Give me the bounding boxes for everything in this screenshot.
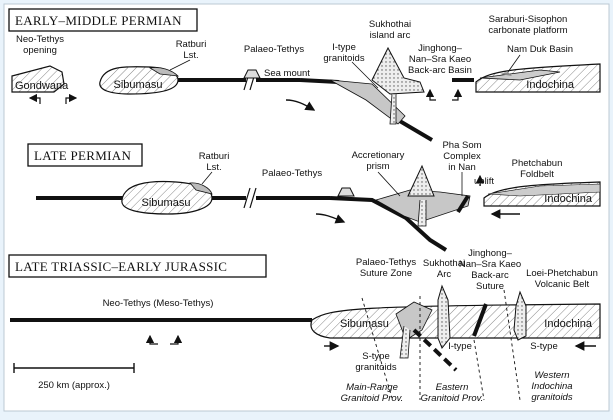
sukhothai-arc: [437, 284, 451, 349]
back-arc-suture: [472, 303, 488, 337]
label-suture-1: Palaeo-Tethys: [356, 257, 416, 268]
sea-mount: [243, 69, 261, 79]
label-neo-tethys-opening-2: opening: [23, 45, 57, 56]
label-sibumasu: Sibumasu: [340, 318, 389, 330]
sibumasu-indochina-block: [310, 303, 601, 339]
diagram-frame: [3, 3, 610, 412]
panel-title: LATE PERMIAN: [34, 148, 131, 163]
saraburi-platform: [479, 69, 561, 81]
label-indochina: Indochina: [544, 193, 593, 205]
label-sibumasu: Sibumasu: [142, 197, 191, 209]
label-saraburi-1: Saraburi-Sisophon: [489, 14, 568, 25]
label-eastern-2: Granitoid Prov.: [421, 393, 484, 404]
label-pha-som-1: Pha Som: [442, 140, 481, 151]
label-suture-2: Suture Zone: [360, 268, 412, 279]
sea-mount: [337, 187, 355, 197]
label-indochina: Indochina: [544, 318, 593, 330]
label-uplift: uplift: [474, 176, 494, 187]
panel-early-middle-permian: EARLY–MIDDLE PERMIAN Neo-Te: [8, 8, 601, 142]
panel-title: LATE TRIASSIC–EARLY JURASSIC: [15, 259, 227, 274]
label-sukhothai-2: island arc: [370, 30, 411, 41]
label-phetchabun-2: Foldbelt: [520, 169, 554, 180]
label-nam-duk: Nam Duk Basin: [507, 44, 573, 55]
label-jinghong-3: Back-arc Basin: [408, 65, 472, 76]
label-sea-mount: Sea mount: [264, 68, 310, 79]
subducting-slab: [329, 196, 448, 252]
label-neo-tethys-opening-1: Neo-Tethys: [16, 34, 64, 45]
label-western-2: Indochina: [531, 381, 572, 392]
label-ratburi-2: Lst.: [183, 50, 198, 61]
label-palaeo-tethys: Palaeo-Tethys: [262, 168, 322, 179]
label-sukhothai-arc-1: Sukhothai: [423, 258, 465, 269]
sukhothai-island-arc: [371, 46, 425, 95]
label-jinghong-1: Jinghong–: [468, 248, 513, 259]
label-itype: I-type: [448, 341, 472, 352]
label-main-range-1: Main-Range: [346, 382, 398, 393]
label-jinghong-3: Back-arc: [471, 270, 509, 281]
label-sibumasu: Sibumasu: [114, 79, 163, 91]
label-itype-1: I-type: [332, 42, 356, 53]
label-phetchabun-1: Phetchabun: [512, 158, 563, 169]
label-stype-granitoids-1: S-type: [362, 351, 389, 362]
label-ratburi-1: Ratburi: [176, 39, 207, 50]
label-accretionary-1: Accretionary: [352, 150, 405, 161]
label-stype: S-type: [530, 341, 557, 352]
panel-late-triassic-early-jurassic: LATE TRIASSIC–EARLY JURASSIC Neo-Tethys …: [8, 248, 601, 404]
scale-bar: 250 km (approx.): [13, 363, 135, 391]
panel-title-box: [8, 8, 198, 32]
label-gondwana: Gondwana: [15, 80, 69, 92]
label-stype-granitoids-2: granitoids: [355, 362, 396, 373]
gondwana-block: [11, 65, 65, 93]
label-indochina: Indochina: [526, 79, 575, 91]
label-itype-2: granitoids: [323, 53, 364, 64]
label-pha-som-3: in Nan: [448, 162, 475, 173]
panel-title: EARLY–MIDDLE PERMIAN: [15, 13, 182, 28]
label-main-range-2: Granitoid Prov.: [341, 393, 404, 404]
loei-phetchabun-volcanic: [513, 290, 527, 341]
label-sukhothai-1: Sukhothai: [369, 19, 411, 30]
label-ratburi-1: Ratburi: [199, 151, 230, 162]
phetchabun-foldbelt: [487, 183, 601, 197]
label-jinghong-1: Jinghong–: [418, 43, 463, 54]
label-pha-som-2: Complex: [443, 151, 481, 162]
label-loei-1: Loei-Phetchabun: [526, 268, 598, 279]
label-palaeo-tethys: Palaeo-Tethys: [244, 44, 304, 55]
detached-slab: [412, 328, 458, 372]
scale-bar-label: 250 km (approx.): [38, 380, 110, 391]
label-neo-tethys: Neo-Tethys (Meso-Tethys): [103, 298, 214, 309]
label-western-1: Western: [534, 370, 569, 381]
label-jinghong-2: Nan–Sra Kaeo: [459, 259, 521, 270]
label-loei-2: Volcanic Belt: [535, 279, 590, 290]
label-eastern-1: Eastern: [436, 382, 469, 393]
label-saraburi-2: carbonate platform: [488, 25, 567, 36]
label-accretionary-2: prism: [366, 161, 389, 172]
label-jinghong-2: Nan–Sra Kaeo: [409, 54, 471, 65]
pha-som-complex: [456, 194, 470, 214]
label-ratburi-2: Lst.: [206, 162, 221, 173]
label-western-3: granitoids: [531, 392, 572, 403]
panel-title-box: [27, 143, 143, 167]
panel-title-box: [8, 254, 267, 278]
label-jinghong-4: Suture: [476, 281, 504, 292]
panel-late-permian: LATE PERMIAN Ratburi Lst. Palaeo-Tethys …: [27, 140, 601, 252]
sibumasu-block: [121, 180, 213, 215]
label-sukhothai-arc-2: Arc: [437, 269, 452, 280]
